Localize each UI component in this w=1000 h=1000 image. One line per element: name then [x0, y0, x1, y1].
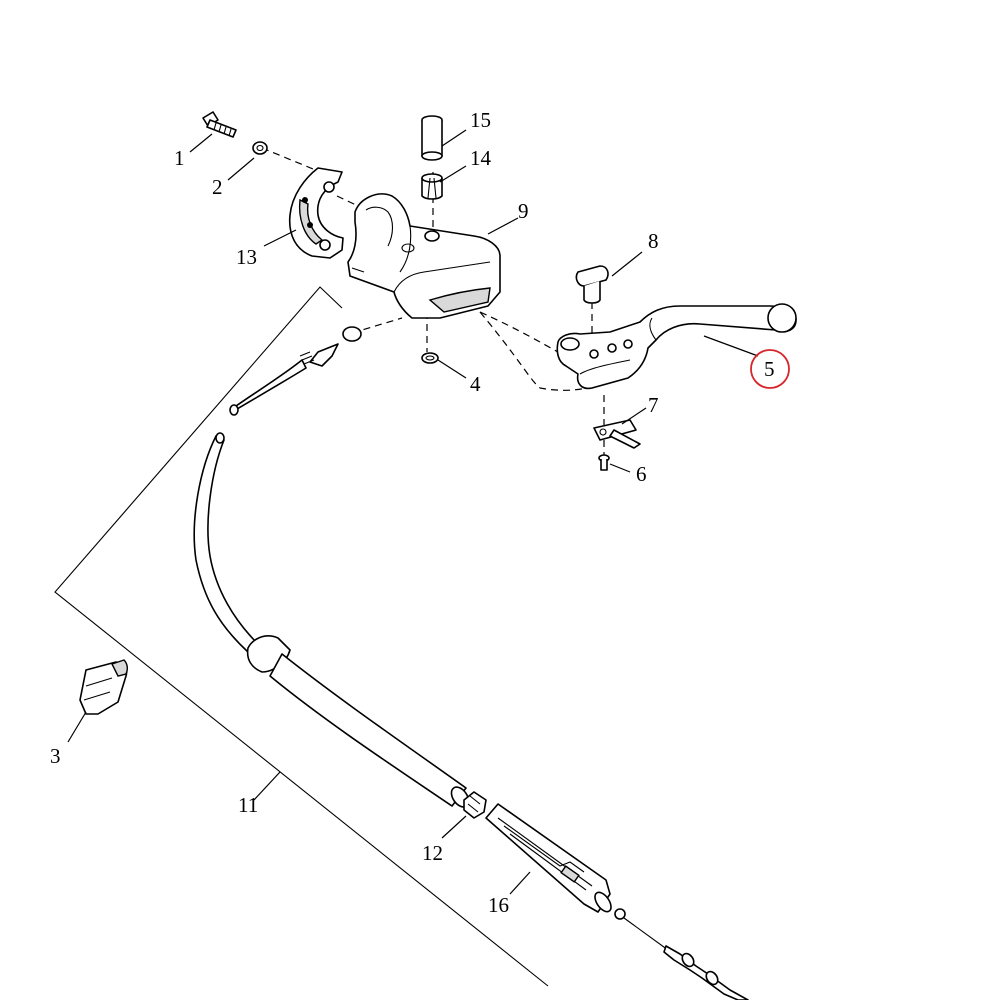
callout-3: 3 — [50, 744, 61, 768]
callout-8: 8 — [648, 229, 659, 253]
part-1-screw — [202, 111, 237, 138]
part-7-clip-plate — [593, 419, 641, 449]
part-8-lever-button — [575, 265, 609, 304]
part-15-pin — [421, 115, 443, 161]
callout-13: 13 — [236, 245, 257, 269]
callout-5: 5 — [764, 357, 775, 381]
part-13-clamp — [288, 167, 344, 259]
callout-7: 7 — [648, 393, 659, 417]
callout-11: 11 — [238, 793, 258, 817]
callout-15: 15 — [470, 108, 491, 132]
part-2-washer — [252, 141, 268, 155]
callout-12: 12 — [422, 841, 443, 865]
callout-4: 4 — [470, 372, 481, 396]
part-3-cable-clip — [79, 659, 129, 715]
part-6-small-screw — [598, 454, 610, 471]
part-5-hand-lever — [556, 303, 797, 390]
part-11-clutch-cable — [193, 326, 470, 808]
part-14-bushing — [421, 173, 443, 200]
assembly-dashed-lines — [261, 147, 605, 456]
part-9-lever-bracket — [347, 193, 501, 319]
callout-9: 9 — [518, 199, 529, 223]
callout-6: 6 — [636, 462, 647, 486]
leader-lines — [67, 129, 759, 895]
lower-cable-end — [614, 908, 749, 1000]
cable-assembly-bracket — [54, 286, 549, 987]
callouts: 1 2 13 15 14 9 8 5 4 7 6 3 11 12 16 — [50, 108, 775, 917]
part-4-retaining-ring — [421, 352, 439, 364]
part-12-adjuster-nut — [463, 791, 487, 819]
part-16-cable-adjuster — [485, 803, 612, 913]
callout-5-highlight-ring — [750, 349, 790, 389]
callout-14: 14 — [470, 146, 492, 170]
callout-2: 2 — [212, 175, 223, 199]
callout-1: 1 — [174, 146, 185, 170]
callout-16: 16 — [488, 893, 509, 917]
